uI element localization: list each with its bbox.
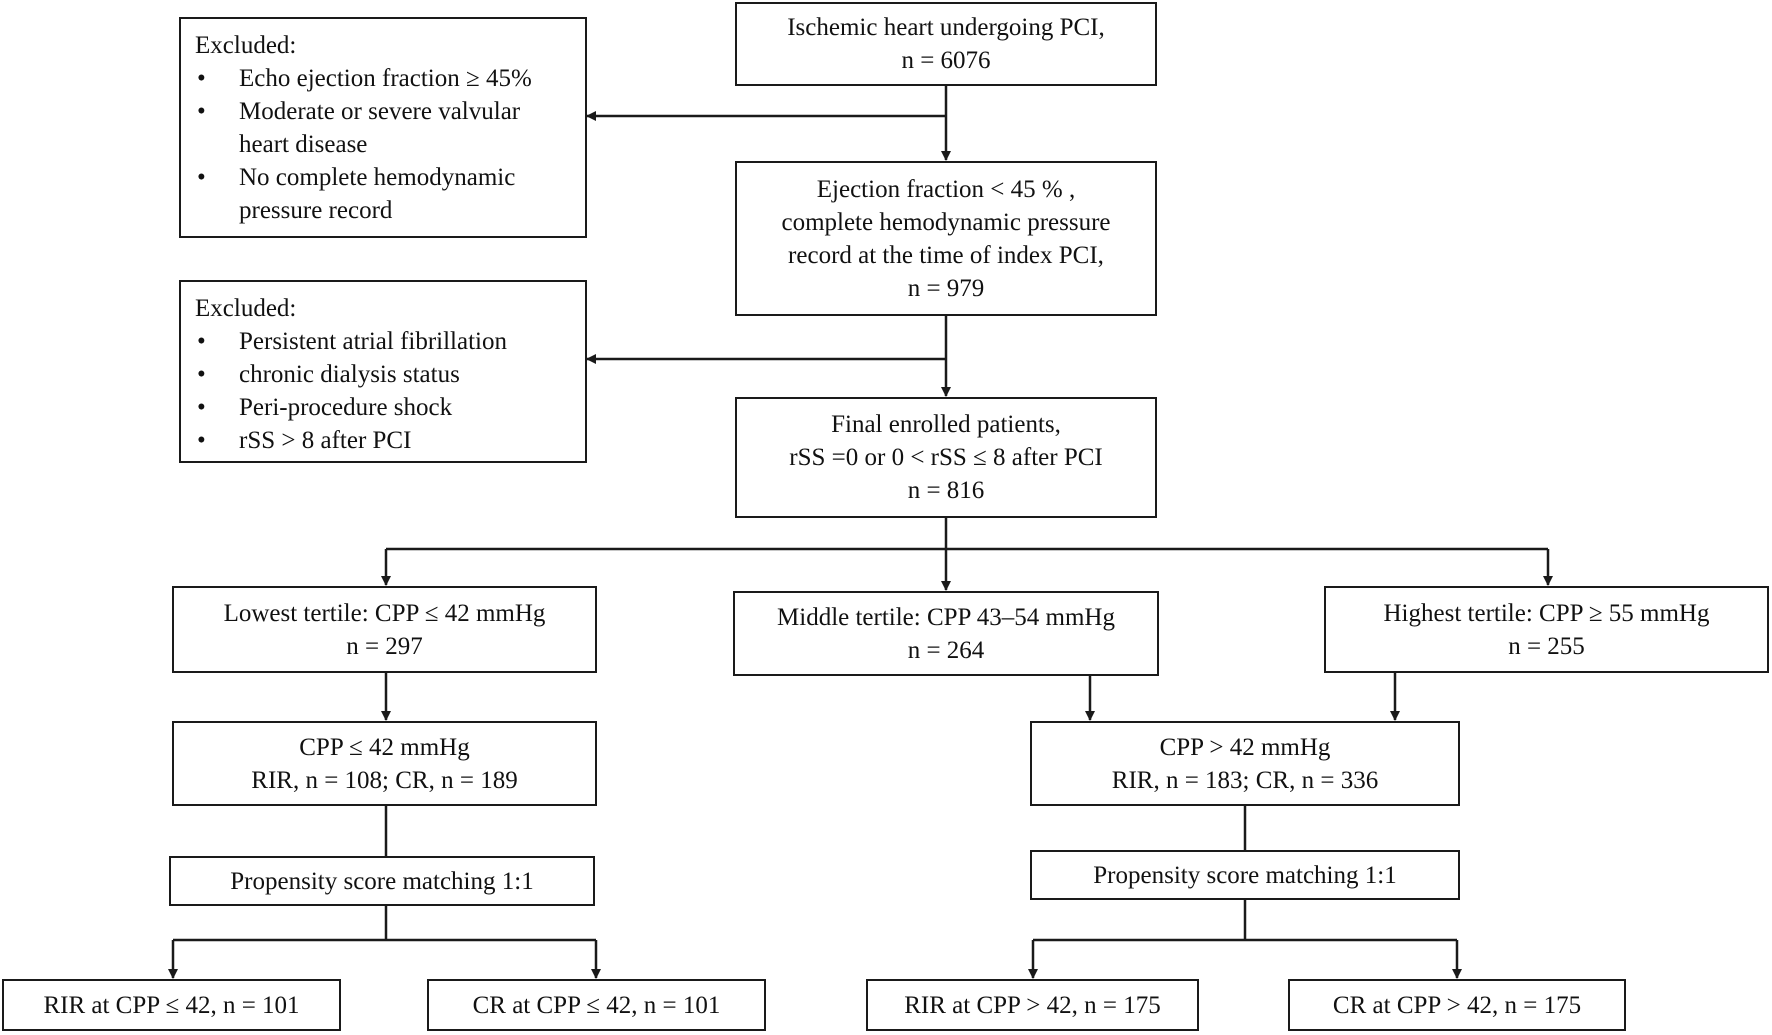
box-line: complete hemodynamic pressure [781,208,1111,236]
box-ejection-fraction: Ejection fraction < 45 % , complete hemo… [735,161,1157,316]
list-item: No complete hemodynamic pressure record [195,161,585,227]
box-line: Ischemic heart undergoing PCI, [787,14,1105,41]
list-item-text: Echo ejection fraction ≥ 45% [239,65,532,92]
list-item: Persistent atrial fibrillation [195,325,585,358]
box-cpp-high: CPP > 42 mmHg RIR, n = 183; CR, n = 336 [1030,721,1460,806]
box-line: RIR at CPP ≤ 42, n = 101 [43,991,300,1019]
box-rir-high: RIR at CPP > 42, n = 175 [866,979,1199,1031]
list-item-text: heart disease [239,131,368,158]
box-line: rSS =0 or 0 < rSS ≤ 8 after PCI [789,444,1103,471]
box-line: n = 979 [907,274,985,302]
box-line: n = 297 [346,632,423,660]
box-psm-high: Propensity score matching 1:1 [1030,850,1460,900]
box-highest-tertile: Highest tertile: CPP ≥ 55 mmHg n = 255 [1324,586,1769,673]
box-line: RIR, n = 108; CR, n = 189 [251,766,518,794]
list-item: chronic dialysis status [195,358,585,391]
box-line: Final enrolled patients, [831,411,1061,438]
box-ischemic-heart: Ischemic heart undergoing PCI, n = 6076 [735,2,1157,86]
box-line: CPP > 42 mmHg [1159,733,1331,761]
box-final-enrolled: Final enrolled patients, rSS =0 or 0 < r… [735,397,1157,518]
box-line: n = 255 [1508,632,1585,660]
list-item: Peri-procedure shock [195,391,585,424]
box-psm-low: Propensity score matching 1:1 [169,856,595,906]
list-item-text: rSS > 8 after PCI [239,427,412,454]
box-cpp-low: CPP ≤ 42 mmHg RIR, n = 108; CR, n = 189 [172,721,597,806]
list-item-text: Moderate or severe valvular [239,98,521,125]
list-item-text: Persistent atrial fibrillation [239,328,507,355]
box-cr-low: CR at CPP ≤ 42, n = 101 [427,979,766,1031]
box-line: CR at CPP > 42, n = 175 [1332,991,1582,1019]
box-excluded-1: Excluded: Echo ejection fraction ≥ 45% M… [179,17,587,238]
box-rir-low: RIR at CPP ≤ 42, n = 101 [2,979,341,1031]
list-item: rSS > 8 after PCI [195,424,585,457]
box-line: Propensity score matching 1:1 [1093,861,1397,889]
list-item-text: chronic dialysis status [239,361,460,388]
list-item: Echo ejection fraction ≥ 45% [195,62,585,95]
box-middle-tertile: Middle tertile: CPP 43–54 mmHg n = 264 [733,591,1159,676]
excluded-list: Echo ejection fraction ≥ 45% Moderate or… [195,62,585,227]
box-line: Lowest tertile: CPP ≤ 42 mmHg [223,599,546,627]
box-line: Ejection fraction < 45 % , [816,175,1076,203]
box-line: RIR, n = 183; CR, n = 336 [1111,766,1379,794]
excluded-list: Persistent atrial fibrillation chronic d… [195,325,585,457]
box-line: CPP ≤ 42 mmHg [299,733,470,761]
box-line: n = 6076 [901,47,991,74]
list-item-text: No complete hemodynamic [239,164,516,191]
excluded-title: Excluded: [195,295,297,322]
list-item-text: pressure record [239,197,393,224]
box-cr-high: CR at CPP > 42, n = 175 [1288,979,1626,1031]
list-item-text: Peri-procedure shock [239,394,453,421]
box-line: n = 264 [907,636,985,664]
box-line: record at the time of index PCI, [788,241,1104,269]
box-line: RIR at CPP > 42, n = 175 [904,991,1161,1019]
box-excluded-2: Excluded: Persistent atrial fibrillation… [179,280,587,463]
box-line: Propensity score matching 1:1 [230,867,534,895]
excluded-title: Excluded: [195,32,297,59]
box-line: CR at CPP ≤ 42, n = 101 [472,991,721,1019]
list-item: Moderate or severe valvular heart diseas… [195,95,585,161]
box-lowest-tertile: Lowest tertile: CPP ≤ 42 mmHg n = 297 [172,586,597,673]
box-line: n = 816 [907,477,985,504]
box-line: Highest tertile: CPP ≥ 55 mmHg [1383,599,1710,627]
box-line: Middle tertile: CPP 43–54 mmHg [777,603,1115,631]
